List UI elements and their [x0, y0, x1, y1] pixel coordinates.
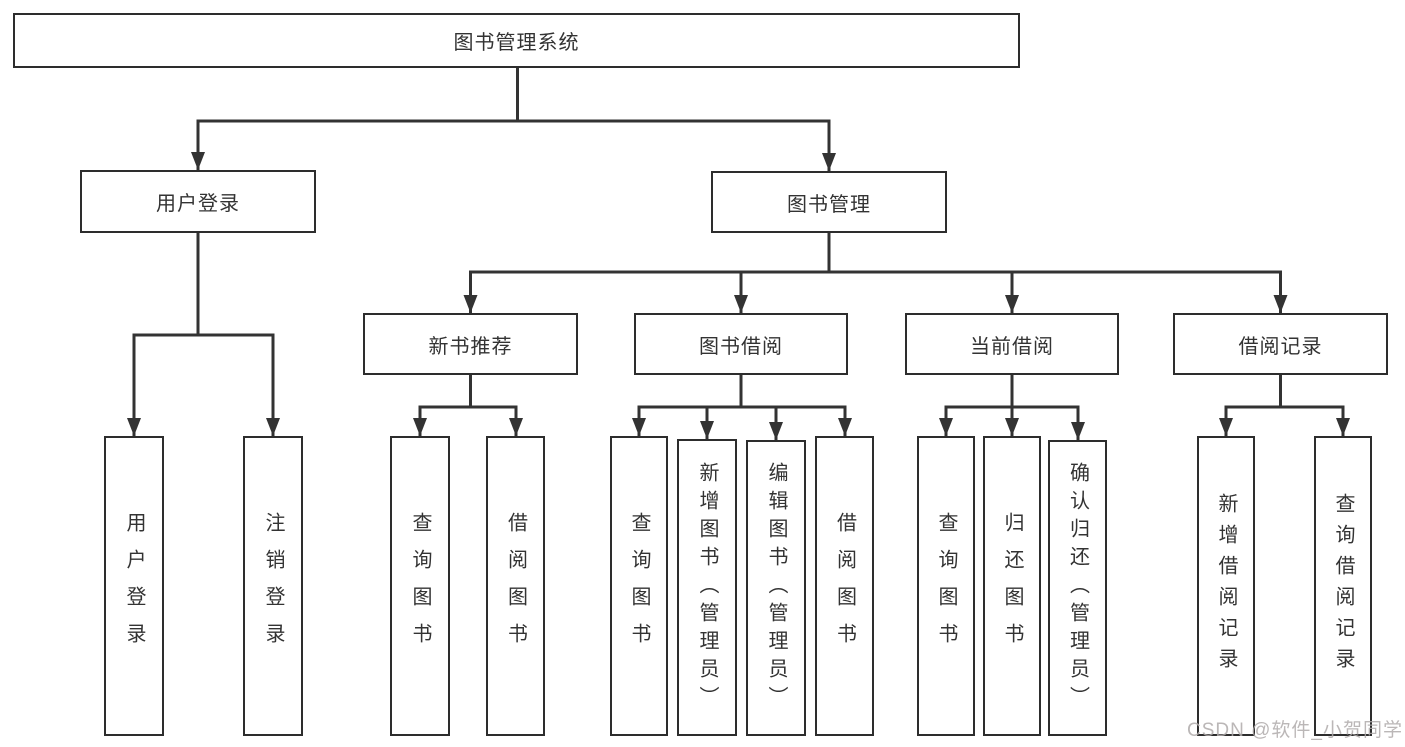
node-label: 借阅图书	[833, 512, 856, 660]
leaf-nbr-borrow-books: 借阅图书	[486, 436, 545, 736]
edge-root-to-level2	[196, 119, 831, 171]
node-borrow-records: 借阅记录	[1173, 313, 1388, 375]
node-label: 当前借阅	[970, 335, 1054, 358]
node-label: 注销登录	[262, 512, 284, 660]
node-label: 确认归还（管理员）	[1066, 462, 1089, 714]
edge-book-borrow-subtree	[637, 375, 847, 440]
arrow-to-leaf-user-login	[127, 418, 141, 436]
arrow-to-leaf-bb-query	[632, 418, 646, 436]
arrow-to-leaf-cb-return	[1005, 418, 1019, 436]
edge-new-book-rec-subtree	[418, 375, 518, 436]
arrow-to-leaf-nbr-borrow	[509, 418, 523, 436]
leaf-cb-query-books: 查询图书	[917, 436, 975, 736]
leaf-bb-query-books: 查询图书	[610, 436, 668, 736]
leaf-cb-confirm-return-admin: 确认归还（管理员）	[1048, 440, 1107, 736]
node-label: 图书借阅	[699, 335, 783, 358]
arrow-to-leaf-br-add	[1219, 418, 1233, 436]
node-current-borrow: 当前借阅	[905, 313, 1119, 375]
leaf-br-add-record: 新增借阅记录	[1197, 436, 1255, 736]
node-label: 查询借阅记录	[1332, 493, 1354, 679]
node-label: 新增借阅记录	[1215, 493, 1237, 679]
node-label: 新增图书（管理员）	[696, 461, 718, 714]
arrow-to-book-mgmt	[822, 153, 836, 171]
arrow-to-leaf-br-query	[1336, 418, 1350, 436]
arrow-to-user-login	[191, 152, 205, 170]
node-user-login: 用户登录	[80, 170, 316, 233]
arrow-to-leaf-bb-add	[700, 421, 714, 439]
edge-book-mgmt-rail	[469, 233, 1282, 313]
node-label: 查询图书	[935, 512, 957, 660]
edge-borrow-records-subtree	[1224, 375, 1345, 436]
leaf-logout: 注销登录	[243, 436, 303, 736]
leaf-bb-add-books-admin: 新增图书（管理员）	[677, 439, 737, 736]
edge-user-login-subtree	[132, 233, 275, 436]
arrow-to-leaf-logout	[266, 418, 280, 436]
arrow-to-leaf-cb-confirm	[1071, 422, 1085, 440]
node-label: 借阅记录	[1238, 335, 1323, 358]
node-label: 图书管理系统	[453, 32, 580, 54]
leaf-user-login: 用户登录	[104, 436, 164, 736]
leaf-cb-return-books: 归还图书	[983, 436, 1041, 736]
arrow-to-borrow-records	[1273, 295, 1288, 313]
arrow-to-leaf-cb-query	[939, 418, 953, 436]
arrow-to-leaf-bb-borrow	[838, 418, 852, 436]
node-label: 新书推荐	[428, 335, 513, 358]
node-label: 用户登录	[123, 512, 145, 660]
watermark: CSDN @软件_小贺同学	[1187, 720, 1403, 741]
node-label: 用户登录	[156, 193, 240, 215]
node-label: 查询图书	[628, 512, 650, 660]
node-label: 归还图书	[1001, 512, 1023, 660]
arrow-to-current-borrow	[1005, 295, 1019, 313]
leaf-br-query-record: 查询借阅记录	[1314, 436, 1372, 736]
arrow-to-leaf-nbr-query	[413, 418, 427, 436]
arrow-to-leaf-bb-edit	[769, 422, 783, 440]
leaf-bb-borrow-books: 借阅图书	[815, 436, 874, 736]
node-root: 图书管理系统	[13, 13, 1020, 68]
leaf-nbr-query-books: 查询图书	[390, 436, 450, 736]
node-label: 编辑图书（管理员）	[765, 462, 787, 714]
node-book-borrow: 图书借阅	[634, 313, 848, 375]
node-book-mgmt: 图书管理	[711, 171, 947, 233]
node-label: 借阅图书	[504, 512, 527, 660]
arrow-to-book-borrow	[734, 295, 748, 313]
arrow-to-new-book-rec	[463, 295, 478, 313]
node-label: 图书管理	[787, 193, 871, 216]
node-new-book-rec: 新书推荐	[363, 313, 578, 375]
node-label: 查询图书	[409, 512, 431, 660]
leaf-bb-edit-books-admin: 编辑图书（管理员）	[746, 440, 806, 736]
